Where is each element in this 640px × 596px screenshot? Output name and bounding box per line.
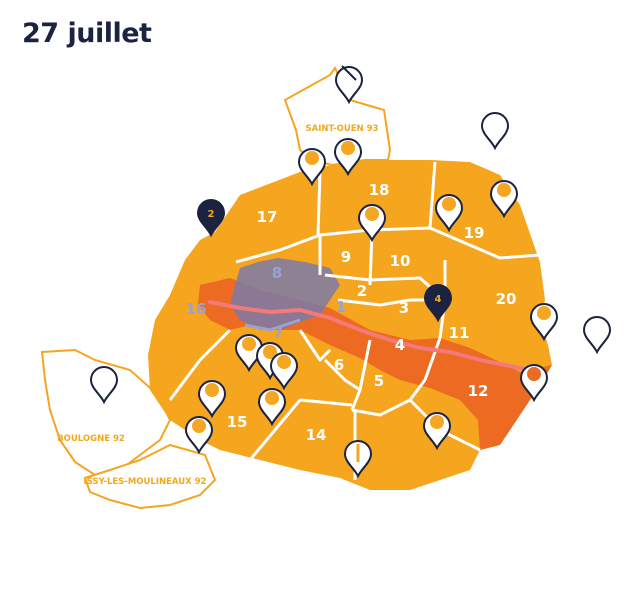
map-pin-icon[interactable] (270, 352, 298, 389)
arr-label: 15 (227, 413, 248, 431)
arr-label: 1 (336, 298, 346, 316)
map-pins: 2 4 (90, 65, 611, 477)
map-pin-numbered-icon[interactable]: 2 (196, 199, 226, 238)
map-pin-icon[interactable] (435, 194, 463, 231)
arr-label: 3 (399, 299, 409, 317)
route-line (208, 300, 542, 374)
arr-label: 5 (374, 372, 384, 390)
label-issy: ISSY-LES-MOULINEAUX 92 (84, 477, 207, 487)
route-line-secondary (244, 318, 301, 332)
boulogne-outline (40, 348, 172, 477)
label-saint-ouen: SAINT-OUEN 93 (306, 124, 379, 134)
arrondissement-labels: 17 18 19 9 10 8 2 3 20 16 1 4 11 7 6 5 1… (186, 181, 517, 444)
map-pin-icon[interactable] (423, 412, 451, 449)
map-pin-icon[interactable] (198, 380, 226, 417)
map-pin-icon[interactable] (335, 65, 363, 103)
arr-label: 7 (273, 324, 283, 342)
arr-label: 19 (464, 224, 485, 242)
arr-label: 11 (449, 324, 470, 342)
map-pin-icon[interactable] (258, 388, 286, 425)
arr-label: 18 (369, 181, 390, 199)
map-pin-icon[interactable] (490, 180, 518, 217)
arr-label: 8 (272, 264, 282, 282)
arr-label: 20 (496, 290, 517, 308)
arr-label: 4 (395, 336, 405, 354)
map-pin-icon[interactable] (334, 138, 362, 175)
arr-label: 10 (390, 252, 411, 270)
map-pin-numbered-icon[interactable]: 4 (423, 284, 453, 323)
map-pin-icon[interactable] (298, 148, 326, 185)
map-pin-icon[interactable] (520, 364, 548, 401)
map-pin-icon[interactable] (583, 316, 611, 353)
arr-label: 14 (306, 426, 327, 444)
label-boulogne: BOULOGNE 92 (57, 434, 125, 444)
map-pin-icon[interactable] (344, 440, 372, 477)
map-pin-icon[interactable] (256, 342, 284, 379)
map-pin-icon[interactable] (358, 204, 386, 241)
arr-label: 12 (468, 382, 489, 400)
map-pin-icon[interactable] (530, 303, 558, 340)
pin-number: 4 (435, 294, 442, 305)
pin-number: 2 (208, 209, 215, 220)
issy-outline (83, 443, 217, 510)
arr-label: 16 (186, 300, 207, 318)
arr-label: 9 (341, 248, 351, 266)
page-title: 27 juillet (22, 18, 152, 49)
arr-label: 6 (334, 356, 344, 374)
map-pin-icon[interactable] (185, 416, 213, 453)
arr-label: 17 (257, 208, 278, 226)
map-pin-icon[interactable] (481, 112, 509, 149)
map-pin-icon[interactable] (235, 334, 263, 371)
arr-label: 2 (357, 282, 367, 300)
